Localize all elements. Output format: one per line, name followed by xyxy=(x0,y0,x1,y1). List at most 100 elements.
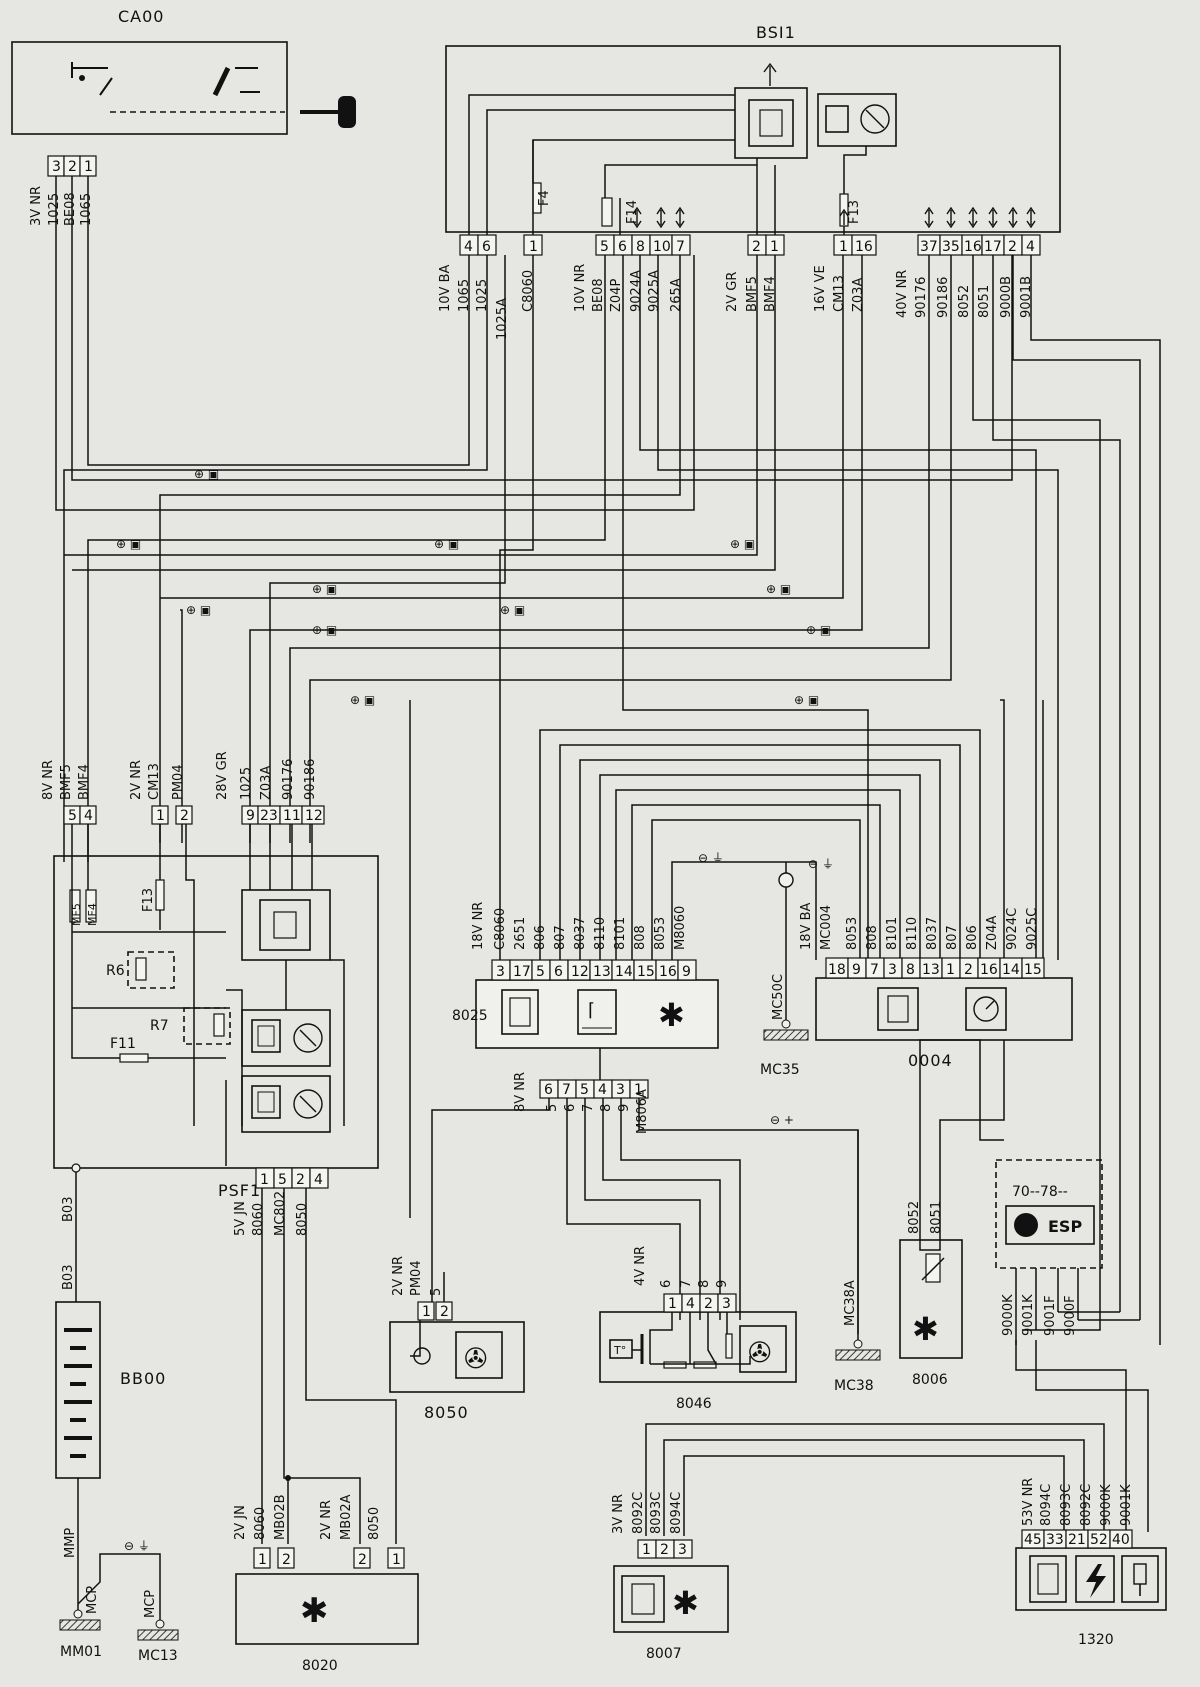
connection-mark: ⊕ ▣ xyxy=(500,603,525,617)
component-8020: 1 2 2 1 2V JN 8060 MB02B 2V NR MB02A 805… xyxy=(233,1188,419,1674)
wire-label: MC38A xyxy=(843,1280,858,1326)
snowflake-icon: ✱ xyxy=(658,996,685,1034)
8046-name: 8046 xyxy=(676,1396,712,1412)
wire-label: 5 xyxy=(545,1104,560,1112)
8006-box xyxy=(899,1239,963,1359)
pin-label: 3 xyxy=(678,1542,687,1558)
ground-mc13: MC13 xyxy=(137,1619,179,1664)
chip-icon xyxy=(501,989,539,1035)
pin-label: 14 xyxy=(1002,962,1020,978)
fuse-f11 xyxy=(119,1053,149,1063)
snowflake-icon: ✱ xyxy=(672,1584,699,1622)
wire-label: MB02B xyxy=(273,1494,288,1540)
pin-label: 15 xyxy=(637,964,655,980)
pin-label: 1 xyxy=(422,1304,431,1320)
pin-label: 1 xyxy=(529,239,538,255)
pin-label: 6 xyxy=(482,239,491,255)
wire-label: 8093C xyxy=(649,1492,664,1534)
connection-mark: ⊕ ▣ xyxy=(312,623,337,637)
wire-label: BE08 xyxy=(591,278,606,312)
pin-label: 2 xyxy=(358,1552,367,1568)
chip-icon xyxy=(621,1575,665,1623)
ground-mark: ⊖ ⏚ xyxy=(808,857,834,871)
wire-label: 8094C xyxy=(669,1492,684,1534)
wire-label: 806 xyxy=(533,925,548,950)
pin-label: 7 xyxy=(676,239,685,255)
pin-label: 3 xyxy=(722,1296,731,1312)
wire-label: 8053 xyxy=(845,917,860,950)
pin-label: 1 xyxy=(839,239,848,255)
fuse-label: F13 xyxy=(847,200,862,224)
wire-label: 8092C xyxy=(1079,1484,1094,1526)
fuse-label: MF4 xyxy=(86,903,99,926)
pin-label: 52 xyxy=(1090,1532,1108,1548)
pin-label: 17 xyxy=(513,964,531,980)
wire-label: 5 xyxy=(429,1288,444,1296)
component-psf1: PSF1 5 4 1 2 9 23 11 12 8V NR BMF5 BMF4 … xyxy=(41,751,379,1302)
wire-label: 1025 xyxy=(47,193,62,226)
fuse-label: MF5 xyxy=(70,903,83,926)
pin-label: 5 xyxy=(68,808,77,824)
wire-label: 2651 xyxy=(513,917,528,950)
component-8006: 8052 8051 ✱ 8006 xyxy=(899,1039,1005,1388)
0004-pins: 18 9 7 3 8 13 1 2 16 14 15 xyxy=(825,957,1045,979)
pin-label: 33 xyxy=(1046,1532,1064,1548)
wire-label: MB02A xyxy=(339,1494,354,1540)
8025-name: 8025 xyxy=(452,1008,488,1024)
wire-label: 8101 xyxy=(885,917,900,950)
wire-label: MCP xyxy=(85,1586,100,1614)
wire-label: 1065 xyxy=(79,193,94,226)
wire-label: MC50C xyxy=(771,974,786,1020)
wire-label: 90186 xyxy=(936,277,951,318)
pin-label: 2 xyxy=(180,808,189,824)
bsi1-pins-group-1: 4 6 1 xyxy=(459,234,543,256)
connector-node-icon xyxy=(778,872,794,888)
wire-label: 808 xyxy=(865,925,880,950)
pin-label: 13 xyxy=(922,962,940,978)
wire-label: C8060 xyxy=(493,908,508,950)
wire-label: Z04A xyxy=(985,916,1000,950)
pin-label: 7 xyxy=(562,1082,571,1098)
component-bsi1: BSI1 F4 F14 F13 4 6 1 xyxy=(438,23,1061,340)
group-voltage-label: 8V NR xyxy=(41,760,56,800)
pin-label: 2 xyxy=(296,1172,305,1188)
pin-label: 21 xyxy=(1068,1532,1086,1548)
wire-label: Z03A xyxy=(851,278,866,312)
connection-mark: ⊕ ▣ xyxy=(194,467,219,481)
group-voltage-label: 18V NR xyxy=(471,902,486,950)
display-icon: ⌈ xyxy=(577,989,617,1035)
connection-mark: ⊕ ▣ xyxy=(730,537,755,551)
pin-label: 17 xyxy=(984,239,1002,255)
group-voltage-label: 8V NR xyxy=(513,1072,528,1112)
pin-label: 16 xyxy=(980,962,998,978)
wire-label: 8101 xyxy=(613,917,628,950)
esp-badge: ESP xyxy=(1048,1217,1082,1236)
ground-mark: ⊖ ⏚ xyxy=(124,1539,150,1553)
wire-label: 8053 xyxy=(653,917,668,950)
wire-label: 9 xyxy=(617,1104,632,1112)
group-voltage-label: 53V NR xyxy=(1021,1478,1036,1526)
8007-box xyxy=(613,1565,729,1633)
wire-label: 8052 xyxy=(957,285,972,318)
wire-label: 8110 xyxy=(905,917,920,950)
wire-label: 7 xyxy=(679,1280,694,1288)
group-voltage-label: 18V BA xyxy=(799,903,814,950)
connection-mark: ⊕ ▣ xyxy=(806,623,831,637)
group-voltage-label: 10V BA xyxy=(438,265,453,312)
wire-label: PM04 xyxy=(171,764,186,800)
thermometer-icon: T° xyxy=(609,1334,644,1364)
wire-label: 7 xyxy=(581,1104,596,1112)
fuse-mf5 xyxy=(69,889,81,923)
pin-label: 45 xyxy=(1024,1532,1042,1548)
bsi1-pins-group-5: 37 35 16 17 2 4 xyxy=(917,234,1041,256)
pin-label: 1 xyxy=(946,962,955,978)
pin-label: 3 xyxy=(888,962,897,978)
ca00-pin-label: 1 xyxy=(84,159,93,175)
connection-mark: ⊕ ▣ xyxy=(434,537,459,551)
ground-mm01: MM01 xyxy=(59,1609,102,1660)
pin-label: 8 xyxy=(906,962,915,978)
resistor-icon xyxy=(725,1333,733,1359)
pin-label: 3 xyxy=(496,964,505,980)
psf1-box xyxy=(53,855,379,1169)
chip-icon xyxy=(734,62,808,159)
